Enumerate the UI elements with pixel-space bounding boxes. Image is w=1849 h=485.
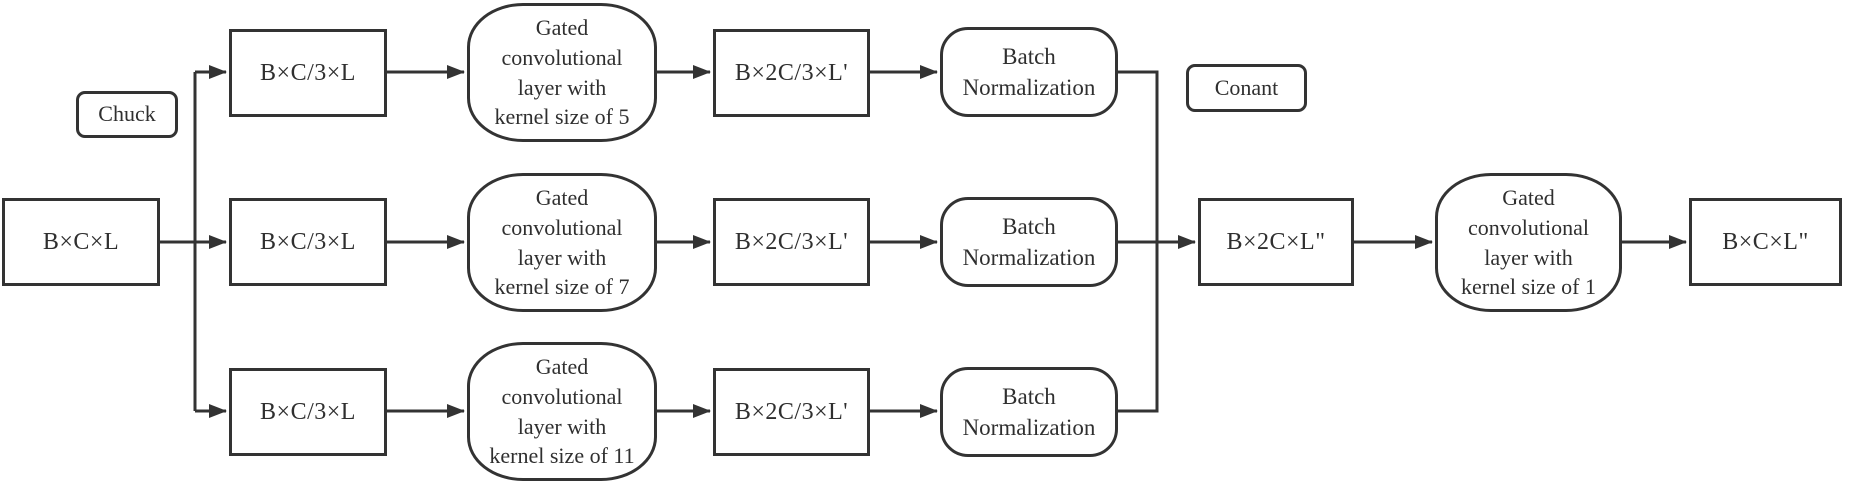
node-conv-output-tensor-2: B×2C/3×L' bbox=[713, 198, 870, 286]
node-conv-output-tensor-3: B×2C/3×L' bbox=[713, 368, 870, 456]
node-input-tensor: B×C×L bbox=[2, 198, 160, 286]
node-batch-norm-3: Batch Normalization bbox=[940, 367, 1118, 457]
node-merged-tensor: B×2C×L" bbox=[1198, 198, 1354, 286]
node-split-tensor-1: B×C/3×L bbox=[229, 29, 387, 117]
label-chunk-operation: Chuck bbox=[76, 91, 178, 138]
node-split-tensor-3: B×C/3×L bbox=[229, 368, 387, 456]
node-batch-norm-1: Batch Normalization bbox=[940, 27, 1118, 117]
label-concat-operation: Conant bbox=[1186, 64, 1307, 112]
node-output-tensor: B×C×L" bbox=[1689, 198, 1842, 286]
node-gated-conv-kernel5: Gated convolutional layer with kernel si… bbox=[467, 3, 657, 142]
node-gated-conv-kernel1: Gated convolutional layer with kernel si… bbox=[1435, 173, 1622, 312]
node-batch-norm-2: Batch Normalization bbox=[940, 197, 1118, 287]
node-split-tensor-2: B×C/3×L bbox=[229, 198, 387, 286]
node-conv-output-tensor-1: B×2C/3×L' bbox=[713, 29, 870, 117]
node-gated-conv-kernel11: Gated convolutional layer with kernel si… bbox=[467, 342, 657, 481]
node-gated-conv-kernel7: Gated convolutional layer with kernel si… bbox=[467, 173, 657, 312]
